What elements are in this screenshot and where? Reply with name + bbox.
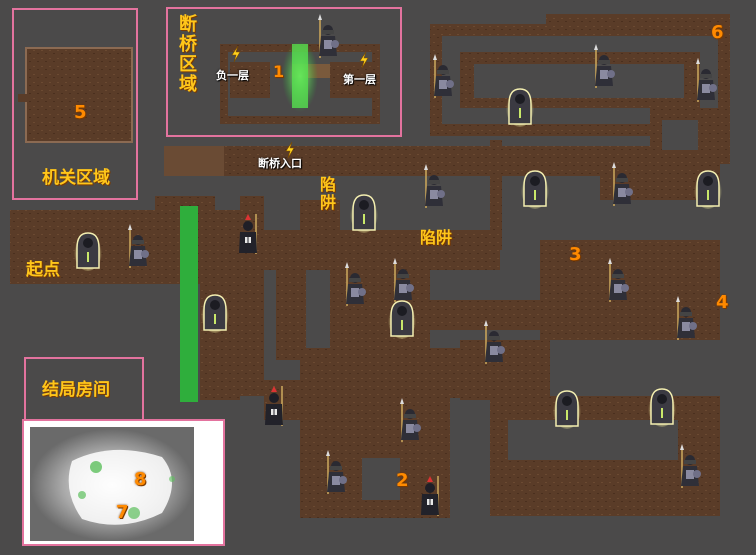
floor-one-label: 第一层 <box>343 73 376 86</box>
marker-6: 6 <box>711 22 724 43</box>
marker-7: 7 <box>116 502 129 523</box>
trap-label-vertical: 陷阱 <box>317 176 336 212</box>
marker-3: 3 <box>569 244 582 265</box>
ending-room-region-box <box>24 357 144 421</box>
green-bridge <box>292 44 308 108</box>
floor-minus-one-label: 负一层 <box>216 69 249 82</box>
broken-bridge-region-box <box>166 7 402 137</box>
mechanism-area-label: 机关区域 <box>42 168 110 188</box>
marker-5: 5 <box>74 102 87 123</box>
marker-1: 1 <box>273 62 285 81</box>
trap-label: 陷阱 <box>420 228 453 247</box>
ending-room-label: 结局房间 <box>42 380 110 400</box>
green-bridge-vertical <box>180 206 198 402</box>
marker-4: 4 <box>716 292 729 313</box>
broken-bridge-area-label: 断桥区域 <box>176 14 197 94</box>
marker-2: 2 <box>396 470 409 491</box>
start-label: 起点 <box>26 260 60 280</box>
bridge-entrance-label: 断桥入口 <box>258 157 302 170</box>
ending-room-map <box>22 421 224 545</box>
mechanism-region-box <box>12 8 138 200</box>
dungeon-floor <box>10 14 730 518</box>
marker-8: 8 <box>134 469 147 490</box>
ending-room-frame <box>22 419 225 546</box>
